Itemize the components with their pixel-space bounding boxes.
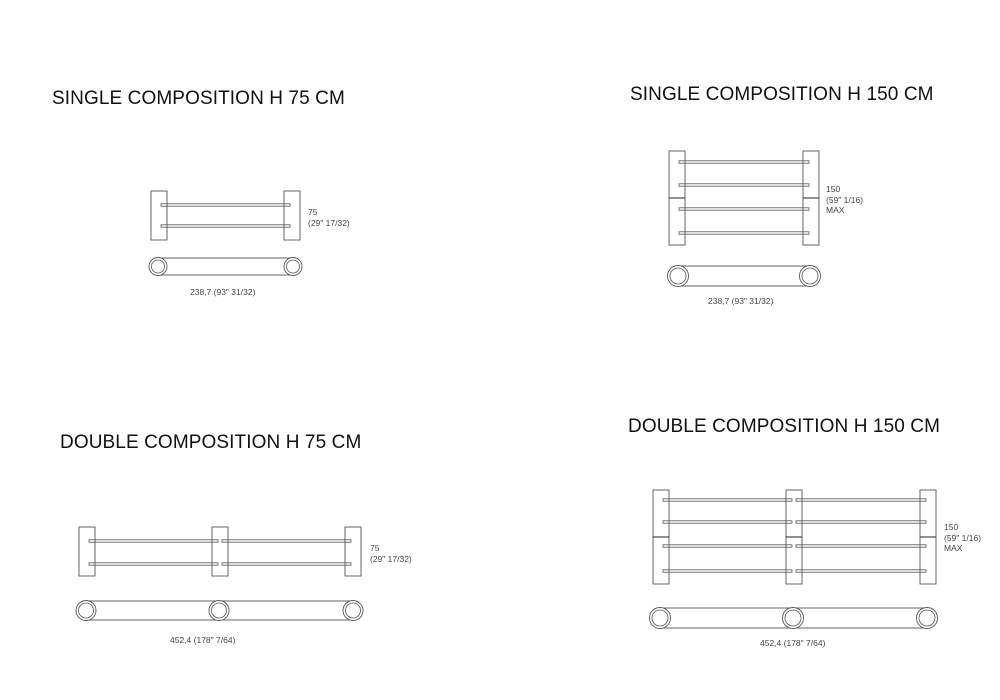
post-double-75 xyxy=(211,526,229,577)
plan-shelf-single-75 xyxy=(160,257,291,276)
height-inches: (59" 1/16) xyxy=(944,532,982,543)
shelf-double-150 xyxy=(662,520,793,524)
plan-post-inner-double-75 xyxy=(211,602,227,619)
shelf-double-75 xyxy=(88,562,219,566)
plan-shelf-double-150 xyxy=(795,607,925,629)
plan-post-outer-double-75 xyxy=(342,600,364,621)
height-max: MAX xyxy=(944,543,963,553)
post-double-75 xyxy=(78,526,96,577)
width-dimension-single-150: 238,7 (93" 31/32) xyxy=(708,296,774,306)
shelf-double-150 xyxy=(795,498,927,502)
post-single-75 xyxy=(150,190,168,241)
height-value: 75 xyxy=(308,207,318,217)
post-single-75 xyxy=(283,190,301,241)
plan-post-inner-double-150 xyxy=(918,609,936,627)
height-inches: (29" 17/32) xyxy=(370,553,412,564)
width-dimension-single-75: 238,7 (93" 31/32) xyxy=(190,287,256,297)
plan-shelf-single-150 xyxy=(680,265,808,287)
height-max: MAX xyxy=(826,205,845,215)
plan-post-inner-single-75 xyxy=(151,259,165,274)
plan-post-inner-double-75 xyxy=(78,602,94,619)
plan-shelf-double-75 xyxy=(88,600,217,621)
plan-shelf-double-150 xyxy=(662,607,791,629)
post-double-75 xyxy=(344,526,362,577)
plan-post-inner-single-75 xyxy=(286,259,300,274)
height-dimension-double-150: 150 (59" 1/16) MAX xyxy=(944,522,981,554)
height-dimension-single-150: 150 (59" 1/16) MAX xyxy=(826,184,863,216)
shelf-double-150 xyxy=(795,520,927,524)
height-inches: (29" 17/32) xyxy=(308,217,350,228)
title-single-150: SINGLE COMPOSITION H 150 CM xyxy=(630,84,934,105)
plan-post-outer-double-75 xyxy=(208,600,230,621)
shelf-double-150 xyxy=(662,498,793,502)
height-dimension-single-75: 75 (29" 17/32) xyxy=(308,207,350,228)
plan-post-outer-double-150 xyxy=(916,607,938,629)
shelf-single-75 xyxy=(160,203,291,207)
plan-shelf-double-75 xyxy=(221,600,351,621)
height-dimension-double-75: 75 (29" 17/32) xyxy=(370,543,412,564)
shelf-single-150 xyxy=(678,183,810,187)
width-dimension-double-75: 452,4 (178" 7/64) xyxy=(170,635,236,645)
shelf-double-75 xyxy=(221,539,352,543)
plan-post-outer-double-75 xyxy=(75,600,97,621)
shelf-double-150 xyxy=(795,569,927,573)
shelf-double-75 xyxy=(221,562,352,566)
plan-post-inner-single-150 xyxy=(669,267,687,285)
shelf-double-150 xyxy=(662,569,793,573)
height-value: 150 xyxy=(944,522,959,532)
title-double-75: DOUBLE COMPOSITION H 75 CM xyxy=(60,432,362,453)
height-value: 150 xyxy=(826,184,841,194)
shelf-single-75 xyxy=(160,224,291,228)
title-double-150: DOUBLE COMPOSITION H 150 CM xyxy=(628,416,941,437)
plan-post-inner-single-150 xyxy=(801,267,819,285)
plan-post-outer-single-150 xyxy=(799,265,821,287)
title-single-75: SINGLE COMPOSITION H 75 CM xyxy=(52,88,345,109)
height-value: 75 xyxy=(370,543,380,553)
shelf-double-150 xyxy=(662,544,793,548)
plan-post-inner-double-150 xyxy=(784,609,802,627)
plan-post-outer-double-150 xyxy=(782,607,804,629)
plan-post-inner-double-75 xyxy=(345,602,361,619)
plan-post-outer-single-150 xyxy=(667,265,689,287)
shelf-double-75 xyxy=(88,539,219,543)
plan-post-inner-double-150 xyxy=(651,609,669,627)
shelf-single-150 xyxy=(678,160,810,164)
shelf-single-150 xyxy=(678,207,810,211)
plan-post-outer-double-150 xyxy=(649,607,671,629)
shelf-single-150 xyxy=(678,231,810,235)
shelf-double-150 xyxy=(795,544,927,548)
height-inches: (59" 1/16) xyxy=(826,194,864,205)
width-dimension-double-150: 452,4 (178" 7/64) xyxy=(760,638,826,648)
